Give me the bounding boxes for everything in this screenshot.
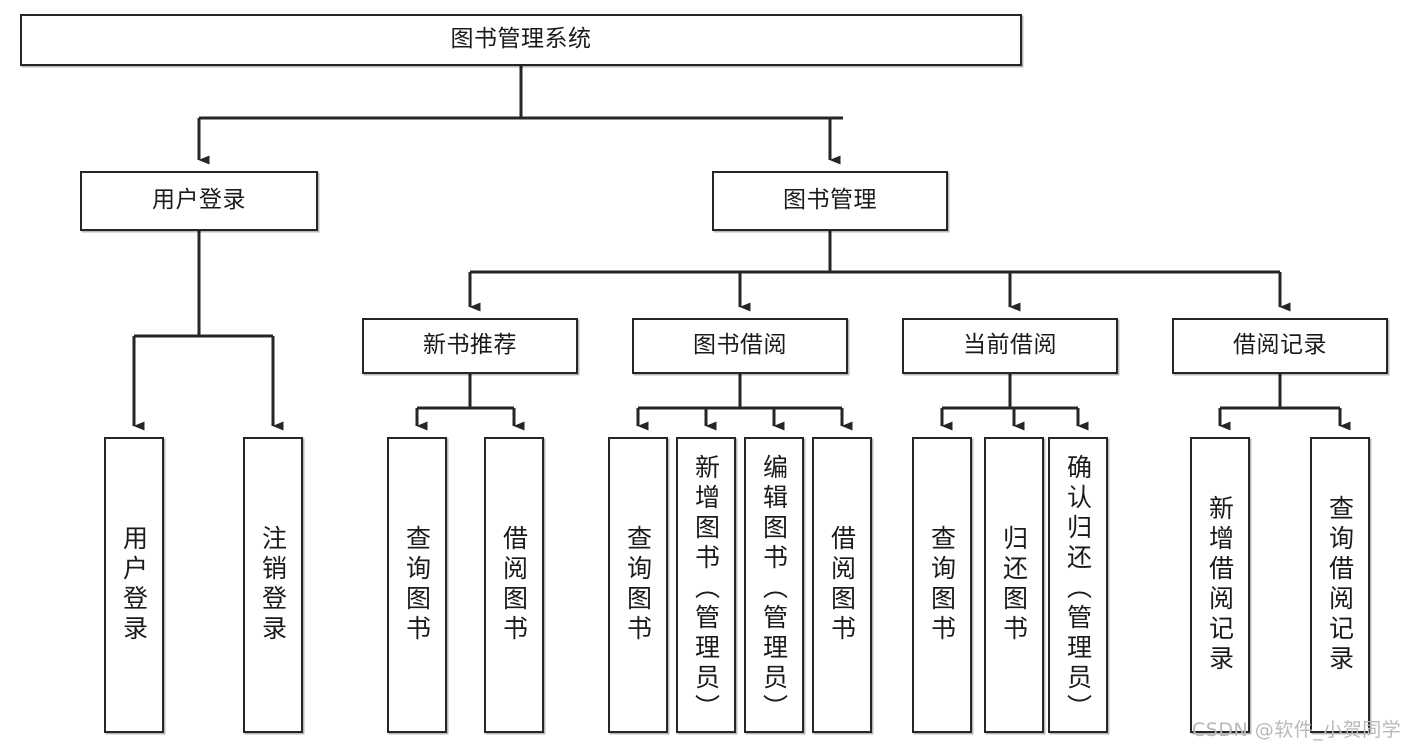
leaf-user-login-label: 用户登录: [119, 525, 149, 645]
leaf-add-borrow-record[interactable]: 新增借阅记录: [1190, 437, 1250, 733]
leaf-return-book[interactable]: 归还图书: [984, 437, 1044, 733]
node-new-book-recommend-label: 新书推荐: [423, 332, 517, 359]
node-current-borrow[interactable]: 当前借阅: [902, 318, 1118, 374]
node-borrow-record[interactable]: 借阅记录: [1172, 318, 1388, 374]
leaf-borrow-book-label: 借阅图书: [827, 525, 857, 645]
leaf-return-book-label: 归还图书: [999, 525, 1029, 645]
node-current-borrow-label: 当前借阅: [963, 332, 1057, 359]
node-new-book-recommend[interactable]: 新书推荐: [362, 318, 578, 374]
node-book-management-label: 图书管理: [783, 187, 877, 214]
node-root[interactable]: 图书管理系统: [20, 14, 1022, 66]
leaf-borrow-book[interactable]: 借阅图书: [812, 437, 872, 733]
leaf-add-book-admin-label: 新增图书（管理员）: [691, 454, 721, 724]
leaf-add-book-admin[interactable]: 新增图书（管理员）: [676, 437, 736, 733]
leaf-add-borrow-record-label: 新增借阅记录: [1205, 495, 1235, 675]
leaf-query-book-recommend-label: 查询图书: [402, 525, 432, 645]
node-user-login[interactable]: 用户登录: [80, 171, 318, 231]
leaf-confirm-return-admin[interactable]: 确认归还（管理员）: [1048, 437, 1108, 733]
leaf-logout-label: 注销登录: [258, 525, 288, 645]
leaf-query-book-current-label: 查询图书: [927, 525, 957, 645]
leaf-borrow-book-recommend-label: 借阅图书: [499, 525, 529, 645]
node-borrow-record-label: 借阅记录: [1233, 332, 1327, 359]
leaf-query-borrow-record[interactable]: 查询借阅记录: [1310, 437, 1370, 733]
leaf-edit-book-admin[interactable]: 编辑图书（管理员）: [744, 437, 804, 733]
leaf-confirm-return-admin-label: 确认归还（管理员）: [1063, 454, 1093, 724]
leaf-query-book-current[interactable]: 查询图书: [912, 437, 972, 733]
leaf-logout[interactable]: 注销登录: [243, 437, 303, 733]
leaf-query-borrow-record-label: 查询借阅记录: [1325, 495, 1355, 675]
leaf-user-login[interactable]: 用户登录: [104, 437, 164, 733]
node-book-borrow[interactable]: 图书借阅: [632, 318, 848, 374]
node-book-management[interactable]: 图书管理: [712, 171, 948, 231]
node-root-label: 图书管理系统: [450, 26, 592, 53]
leaf-query-book-recommend[interactable]: 查询图书: [387, 437, 447, 733]
leaf-edit-book-admin-label: 编辑图书（管理员）: [759, 454, 789, 724]
leaf-query-book-borrow-label: 查询图书: [623, 525, 653, 645]
node-book-borrow-label: 图书借阅: [693, 332, 787, 359]
leaf-borrow-book-recommend[interactable]: 借阅图书: [484, 437, 544, 733]
node-user-login-label: 用户登录: [152, 187, 246, 214]
leaf-query-book-borrow[interactable]: 查询图书: [608, 437, 668, 733]
